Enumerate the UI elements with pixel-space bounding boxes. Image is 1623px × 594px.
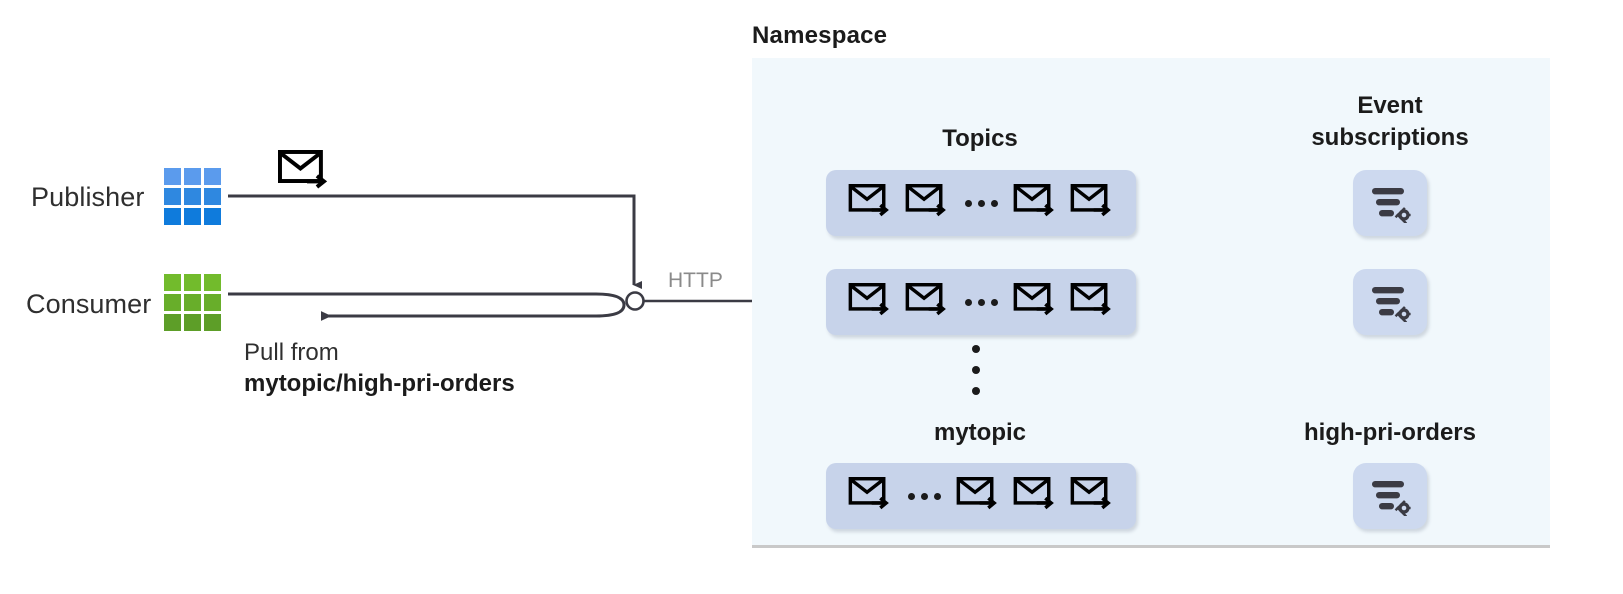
filter-gear-icon [1372,188,1411,223]
dot [964,298,972,306]
http-junction-node [625,291,645,311]
pull-from-line2: mytopic/high-pri-orders [244,370,515,397]
envelope-arrow-icon [278,150,328,189]
publisher-wire [228,194,642,289]
ellipsis-icon [961,298,1002,306]
pull-from-caption: Pull from mytopic/high-pri-orders [244,337,515,399]
envelope-arrow-icon [848,283,889,316]
topic-name-label: mytopic [933,419,1026,446]
namespace-title: Namespace [752,22,888,49]
envelope-arrow-icon [905,184,946,217]
dot [977,298,985,306]
grid-cell [184,314,201,331]
event-subscription-tile[interactable] [1353,170,1427,236]
event-subscription-tile[interactable] [1353,269,1427,335]
filter-gear-icon [1372,287,1411,322]
dot [920,492,928,500]
dot [933,492,941,500]
envelope-arrow-icon [905,283,946,316]
grid-cell [204,188,221,205]
grid-cell [164,314,181,331]
envelope-arrow-icon [1070,283,1111,316]
grid-cell [184,188,201,205]
filter-gear-icon [1372,481,1411,516]
subscription-name-label: high-pri-orders [1304,419,1476,446]
dot [990,199,998,207]
publisher-label: Publisher [31,182,145,212]
vertical-ellipsis-icon [972,345,980,395]
dot [990,298,998,306]
grid-cell [164,168,181,185]
grid-cell [164,188,181,205]
app-grid-green-icon [164,274,221,331]
envelope-arrow-icon [848,477,889,510]
envelope-arrow-icon [1013,184,1054,217]
envelope-arrow-icon [1070,477,1111,510]
topic-row[interactable] [826,170,1136,236]
envelope-arrow-icon [1013,283,1054,316]
grid-cell [204,314,221,331]
grid-cell [204,208,221,225]
dot [977,199,985,207]
topic-row[interactable] [826,269,1136,335]
envelope-arrow-icon [956,477,997,510]
http-protocol-label: HTTP [668,269,723,292]
envelope-arrow-icon [848,184,889,217]
envelope-arrow-icon [1013,477,1054,510]
envelope-arrow-icon [1070,184,1111,217]
app-grid-blue-icon [164,168,221,225]
grid-cell [164,294,181,311]
ellipsis-icon [904,492,945,500]
topic-row[interactable] [826,463,1136,529]
ellipsis-icon [961,199,1002,207]
dot [972,345,980,353]
grid-cell [184,274,201,291]
grid-cell [204,274,221,291]
grid-cell [184,168,201,185]
consumer-pull-wire [228,292,626,321]
grid-cell [164,274,181,291]
topics-heading: Topics [942,125,1018,152]
pull-from-line1: Pull from [244,339,339,366]
grid-cell [184,294,201,311]
dot [972,387,980,395]
grid-cell [164,208,181,225]
event-subscriptions-heading: Event subscriptions [1311,92,1469,151]
dot [907,492,915,500]
event-subscription-tile[interactable] [1353,463,1427,529]
grid-cell [204,294,221,311]
dot [964,199,972,207]
dot [972,366,980,374]
grid-cell [184,208,201,225]
grid-cell [204,168,221,185]
consumer-label: Consumer [26,289,152,319]
